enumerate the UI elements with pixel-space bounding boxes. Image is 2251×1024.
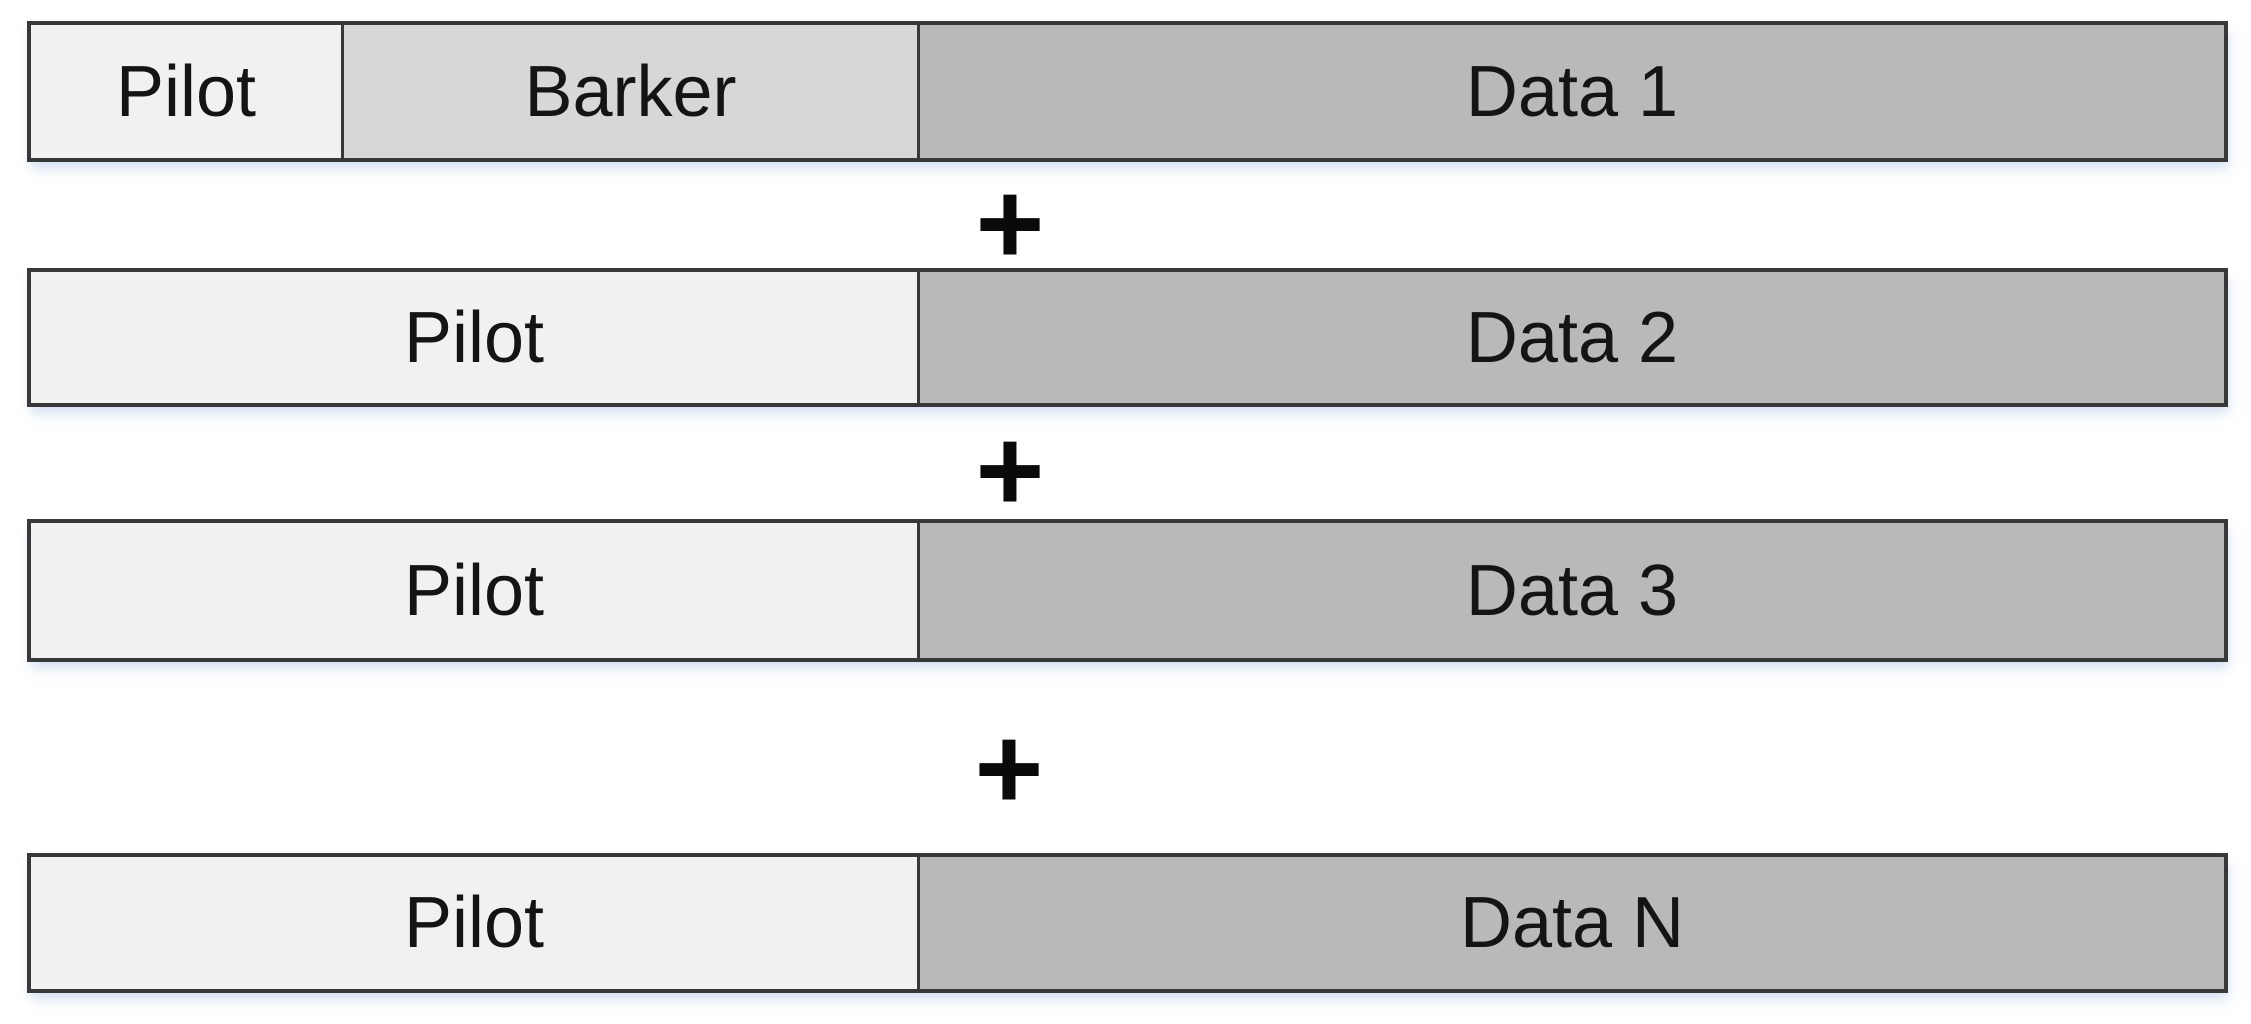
segment-pilot-2: Pilot	[31, 272, 917, 403]
segment-label: Pilot	[115, 51, 257, 132]
frame-row-N: Pilot Data N	[27, 853, 2228, 993]
segment-label: Pilot	[403, 550, 545, 631]
segment-label: Data 2	[1465, 297, 1679, 378]
segment-label: Pilot	[403, 297, 545, 378]
segment-data-N: Data N	[917, 857, 2224, 989]
segment-data-2: Data 2	[917, 272, 2224, 403]
segment-pilot-N: Pilot	[31, 857, 917, 989]
segment-label: Data 3	[1465, 550, 1679, 631]
plus-operator-icon: +	[975, 405, 1045, 537]
plus-operator-icon: +	[975, 158, 1045, 290]
frame-row-3: Pilot Data 3	[27, 519, 2228, 662]
plus-operator-icon: +	[974, 703, 1044, 835]
segment-data-3: Data 3	[917, 523, 2224, 658]
segment-pilot-3: Pilot	[31, 523, 917, 658]
frame-row-1: Pilot Barker Data 1	[27, 21, 2228, 162]
segment-pilot-1: Pilot	[31, 25, 341, 158]
segment-barker: Barker	[341, 25, 917, 158]
segment-label: Barker	[524, 51, 737, 132]
frame-row-2: Pilot Data 2	[27, 268, 2228, 407]
segment-label: Pilot	[403, 883, 545, 963]
segment-data-1: Data 1	[917, 25, 2224, 158]
segment-label: Data N	[1459, 883, 1685, 963]
segment-label: Data 1	[1465, 51, 1679, 132]
